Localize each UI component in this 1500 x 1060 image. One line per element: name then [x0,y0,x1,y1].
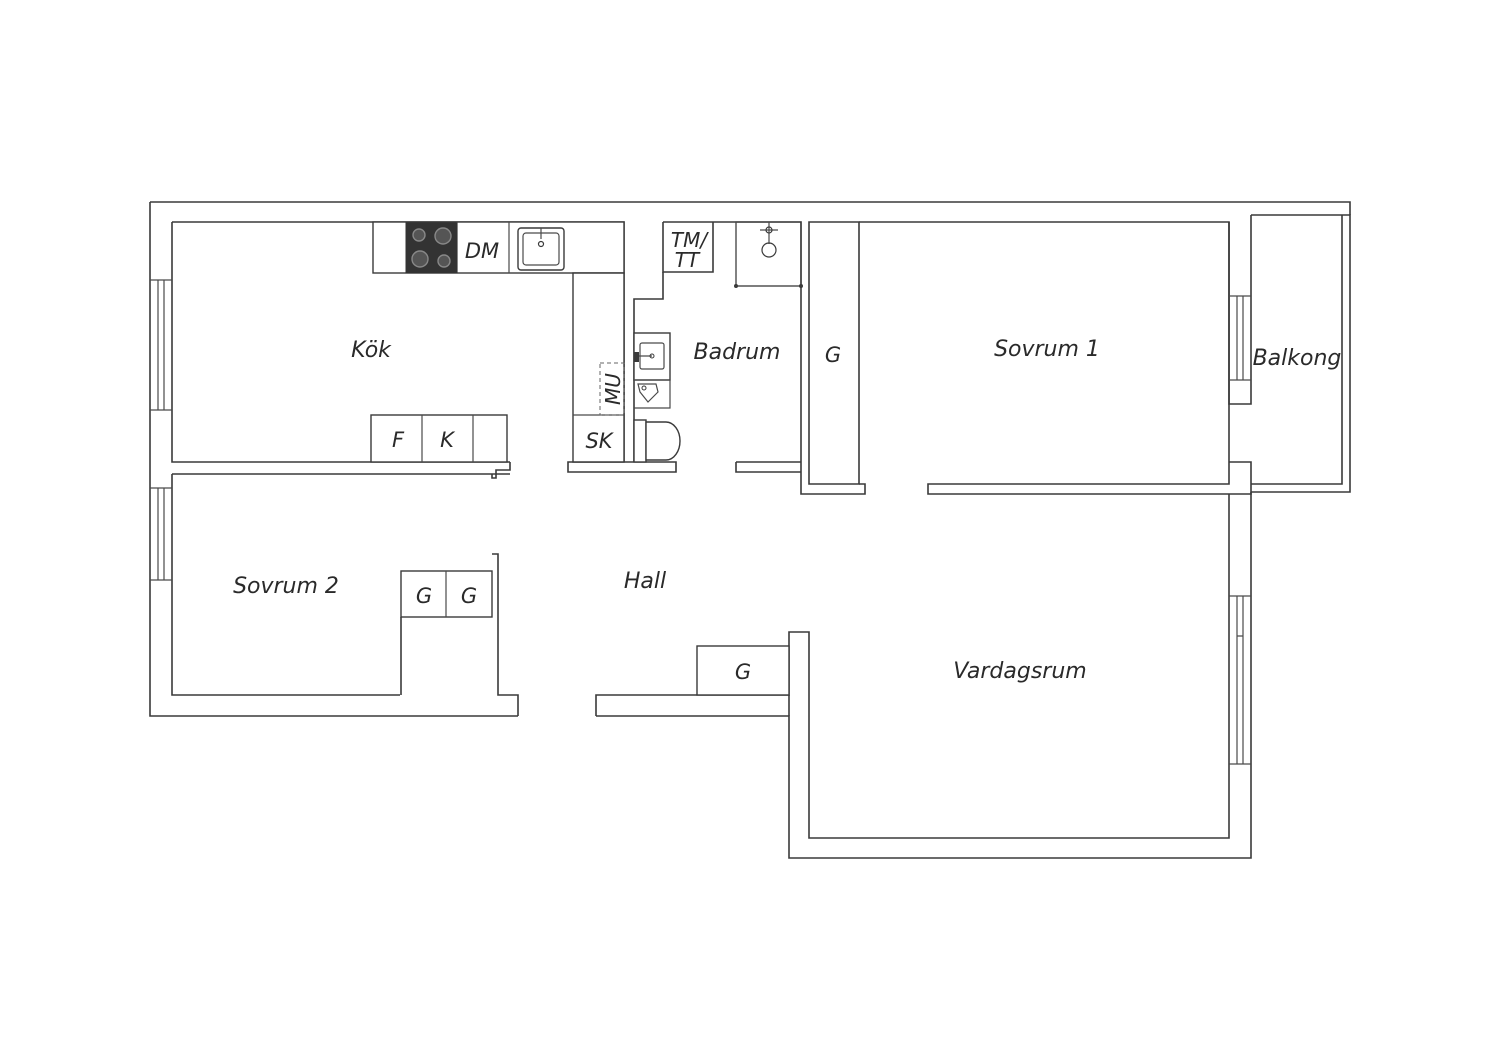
room-label-balcony: Balkong [1253,346,1342,371]
fridge-freezer-unit [370,414,508,463]
stove-icon [405,222,458,274]
outer-walls [149,201,1351,859]
label-wardrobe-bed2-a: G [416,584,432,608]
label-tm: TM/ [671,228,709,252]
window-bedroom1 [1229,295,1251,381]
label-wardrobe-hall-right: G [825,343,841,367]
mu-area [599,362,625,416]
bidet-shower-icon [634,379,671,409]
room-label-living: Vardagsrum [953,659,1086,684]
windows [150,279,1251,765]
label-wardrobe-bed2-b: G [461,584,477,608]
toilet-icon [633,419,681,463]
room-label-bedroom1: Sovrum 1 [994,337,1100,362]
washbasin-icon [633,332,671,381]
window-living [1229,595,1251,765]
room-label-kitchen: Kök [351,338,392,363]
label-mu: MU [601,373,625,405]
label-tt: TT [675,248,701,272]
label-sk: SK [585,429,614,453]
window-kitchen [150,279,172,411]
wardrobe-hall [696,645,790,696]
shower-icon [734,221,803,288]
room-label-bathroom: Badrum [694,340,781,365]
room-label-bedroom2: Sovrum 2 [233,574,339,599]
sink-icon [517,227,565,271]
label-fridge: F [392,428,405,452]
label-freezer: K [440,428,456,452]
wardrobes-bedroom2 [400,570,493,695]
label-wardrobe-hall-bottom: G [735,660,751,684]
interior-walls [491,214,1351,839]
window-bedroom2 [150,487,172,581]
room-label-hall: Hall [624,569,666,594]
label-dishwasher: DM [465,239,499,263]
